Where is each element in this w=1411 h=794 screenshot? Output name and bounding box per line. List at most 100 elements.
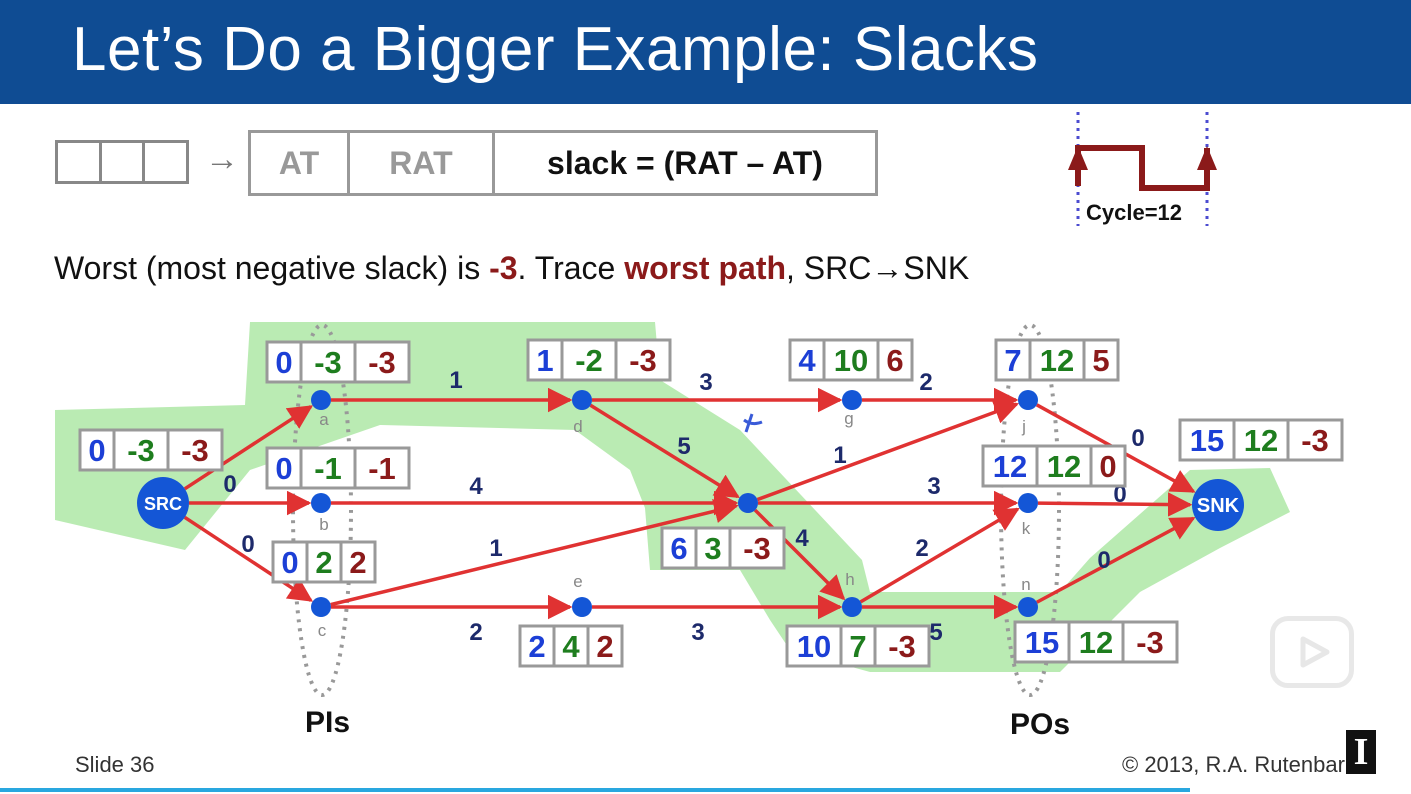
timing-box-frame (994, 338, 1120, 382)
clock-waveform-icon (1068, 112, 1217, 226)
node-h (842, 597, 862, 617)
node-label-SNK: SNK (1197, 495, 1240, 517)
slide-title: Let’s Do a Bigger Example: Slacks (72, 15, 1039, 84)
edge-weight: 2 (915, 535, 928, 562)
pis-group-ellipse (291, 323, 353, 697)
annotation-mark (743, 413, 763, 433)
edge-weight: 3 (691, 619, 704, 646)
timing-slack-d: -3 (629, 343, 657, 378)
node-label-e: e (573, 572, 582, 591)
edge-weight: 1 (833, 442, 846, 469)
node-label-g: g (844, 409, 853, 428)
timing-box-h: 10 7 -3 (785, 624, 931, 668)
edge-weight: 0 (241, 531, 254, 558)
timing-slack-b: -1 (368, 451, 396, 486)
timing-box-frame (1013, 620, 1179, 664)
pos-label: POs (1010, 708, 1070, 741)
edge-weight: 1 (449, 367, 462, 394)
edge-d-f (589, 403, 740, 499)
timing-slack-j: 5 (1092, 343, 1109, 378)
node-e (572, 597, 592, 617)
timing-rat-h: 7 (849, 629, 866, 664)
timing-box-frame (1178, 418, 1344, 462)
play-button[interactable] (1270, 616, 1354, 688)
timing-rat-c: 2 (315, 545, 332, 580)
node-n (1018, 597, 1038, 617)
node-SRC (137, 477, 189, 529)
play-icon (1300, 636, 1330, 668)
timing-slack-g: 6 (886, 343, 903, 378)
timing-at-SNK: 15 (1190, 423, 1224, 458)
empty-triple-box (55, 140, 189, 184)
timing-box-frame (271, 540, 377, 584)
edge-weight: 5 (929, 619, 942, 646)
timing-rat-f: 3 (704, 531, 721, 566)
node-a (311, 390, 331, 410)
timing-box-frame (785, 624, 931, 668)
node-f (738, 493, 758, 513)
node-SNK (1192, 479, 1244, 531)
copyright: © 2013, R.A. Rutenbar (1122, 752, 1345, 777)
timing-box-j: 7 12 5 (994, 338, 1120, 382)
timing-at-e: 2 (528, 629, 545, 664)
bottom-progress-line (0, 788, 1190, 792)
timing-box-d: 1-2-3 (526, 338, 672, 382)
timing-rat-e: 4 (562, 629, 580, 664)
timing-at-k: 12 (993, 449, 1027, 484)
timing-rat-k: 12 (1047, 449, 1081, 484)
timing-at-h: 10 (797, 629, 831, 664)
timing-slack-SRC: -3 (181, 433, 209, 468)
worst-text-1: Worst (most negative slack) is (54, 250, 490, 286)
node-label-j: j (1021, 417, 1026, 436)
node-j (1018, 390, 1038, 410)
edge-weight: 0 (1113, 481, 1126, 508)
timing-rat-j: 12 (1040, 343, 1074, 378)
timing-slack-k: 0 (1099, 449, 1116, 484)
node-label-d: d (573, 417, 582, 436)
edge-weight: 0 (223, 471, 236, 498)
timing-at-c: 0 (281, 545, 298, 580)
node-b (311, 493, 331, 513)
timing-rat-SRC: -3 (127, 433, 155, 468)
timing-slack-SNK: -3 (1301, 423, 1329, 458)
title-bar: Let’s Do a Bigger Example: Slacks (0, 0, 1411, 104)
timing-box-frame (265, 446, 411, 490)
timing-box-frame (526, 338, 672, 382)
edge-n-SNK (1035, 516, 1196, 604)
edge-weight: 4 (469, 473, 483, 500)
legend-at: AT (251, 133, 350, 193)
node-label-k: k (1022, 519, 1031, 538)
node-label-a: a (319, 410, 329, 429)
timing-slack-f: -3 (743, 531, 771, 566)
university-logo: I (1346, 730, 1376, 774)
timing-box-frame (788, 338, 914, 382)
timing-rat-n: 12 (1079, 625, 1113, 660)
node-k (1018, 493, 1038, 513)
edge-weight: 0 (1131, 425, 1144, 452)
timing-slack-h: -3 (888, 629, 916, 664)
slide-number: Slide 36 (75, 752, 155, 777)
timing-at-j: 7 (1004, 343, 1021, 378)
timing-rat-b: -1 (314, 451, 342, 486)
worst-path-emph: worst path (624, 250, 787, 286)
pos-group-ellipse (999, 323, 1061, 697)
timing-at-g: 4 (798, 343, 816, 378)
node-g (842, 390, 862, 410)
timing-at-SRC: 0 (88, 433, 105, 468)
edge-weight: 3 (927, 473, 940, 500)
edge-f-h (753, 508, 846, 601)
edge-weight: 4 (795, 525, 809, 552)
cycle-label: Cycle=12 (1086, 200, 1183, 225)
timing-rat-SNK: 12 (1244, 423, 1278, 458)
timing-box-frame (265, 340, 411, 384)
legend-box: AT RAT slack = (RAT – AT) (248, 130, 878, 196)
timing-rat-d: -2 (575, 343, 603, 378)
node-label-b: b (319, 515, 328, 534)
edge-SRC-c (183, 515, 314, 602)
node-label-n: n (1021, 575, 1030, 594)
